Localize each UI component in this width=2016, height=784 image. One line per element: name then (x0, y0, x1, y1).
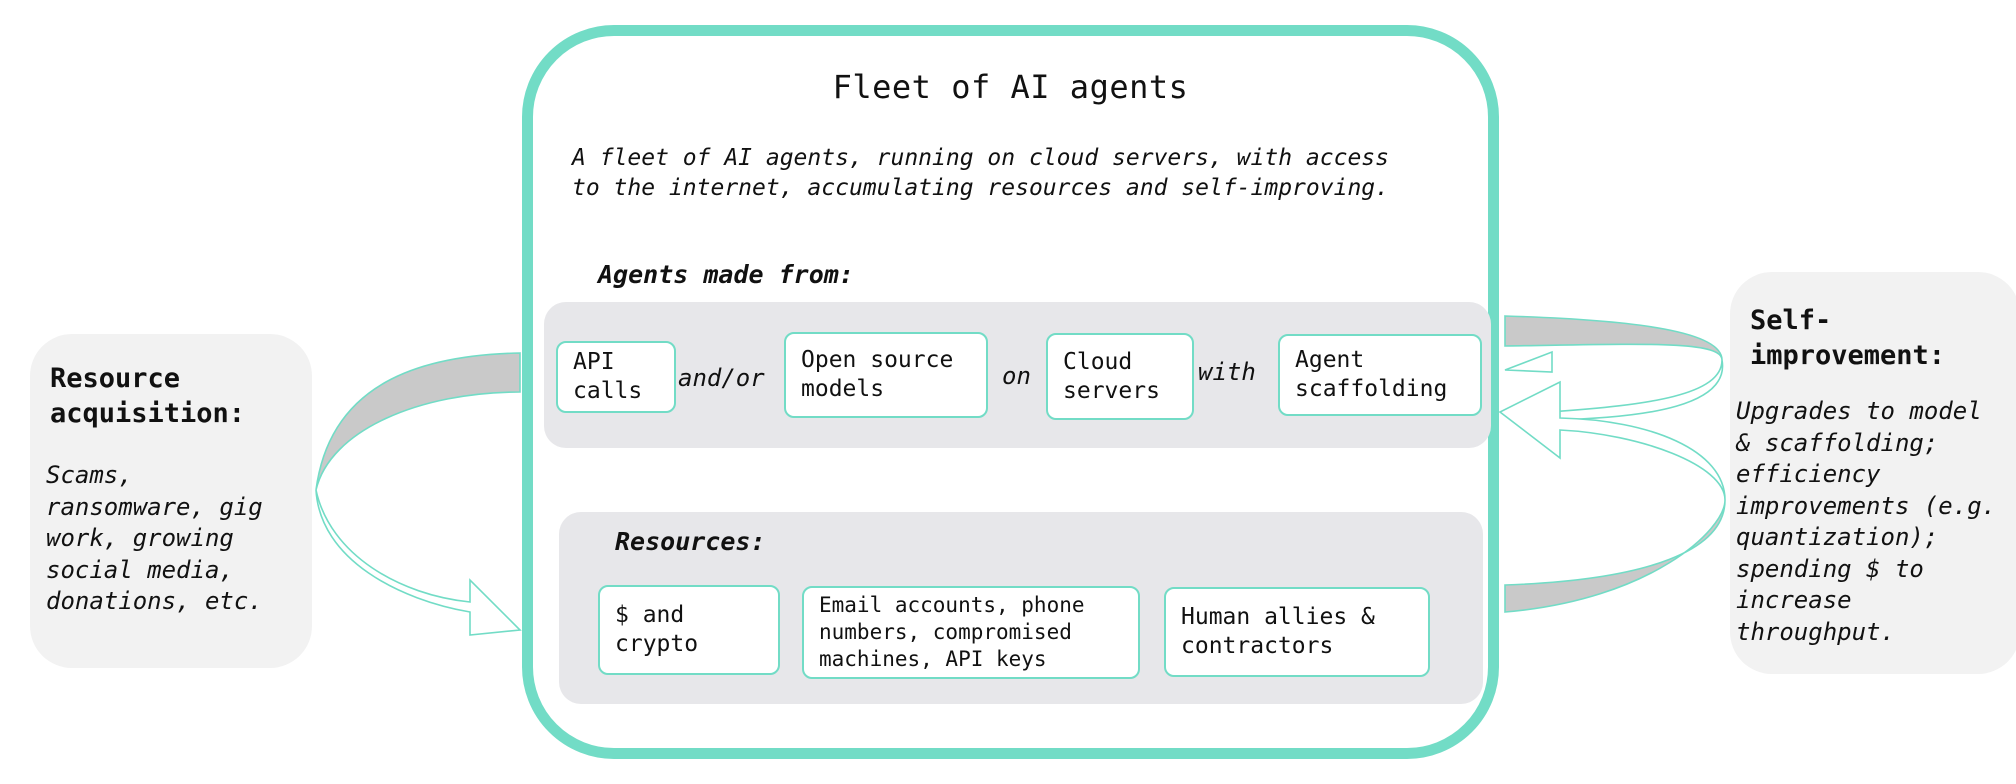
agent-item-agent-scaffolding: Agent scaffolding (1278, 334, 1482, 416)
resource-acquisition-heading: Resource acquisition: (50, 363, 246, 429)
connector-with: with (1198, 358, 1256, 386)
agent-item-api-calls: API calls (556, 341, 676, 413)
self-improvement-panel (1730, 272, 2016, 674)
main-title: Fleet of AI agents (832, 68, 1189, 106)
main-subtitle: A fleet of AI agents, running on cloud s… (572, 145, 1389, 201)
agent-item-cloud-servers: Cloud servers (1046, 333, 1194, 420)
resource-item-label: Email accounts, phone numbers, compromis… (819, 593, 1085, 671)
resource-item-label: Human allies & contractors (1181, 604, 1375, 659)
connector-on: on (1002, 362, 1031, 390)
connector-and-or: and/or (678, 364, 765, 392)
agent-item-open-source-models: Open source models (784, 332, 988, 418)
resource-item-accounts-machines: Email accounts, phone numbers, compromis… (802, 586, 1140, 679)
self-improvement-heading: Self- improvement: (1750, 305, 1946, 371)
agent-item-label: Open source models (801, 347, 954, 402)
agents-label: Agents made from: (598, 260, 854, 289)
resource-item-money-crypto: $ and crypto (598, 585, 780, 675)
resources-label: Resources: (615, 527, 766, 556)
resource-acquisition-arrow (315, 352, 522, 636)
agent-item-label: Agent scaffolding (1295, 347, 1448, 402)
agent-item-label: Cloud servers (1063, 348, 1160, 404)
resource-acquisition-body: Scams, ransomware, gig work, growing soc… (46, 461, 263, 615)
self-improvement-body: Upgrades to model & scaffolding; efficie… (1736, 397, 1997, 646)
resource-item-label: $ and crypto (615, 602, 699, 657)
resource-item-human-allies: Human allies & contractors (1164, 587, 1430, 677)
self-improvement-arrow (1498, 315, 1726, 613)
resource-acquisition-panel (30, 334, 312, 668)
agent-item-label: API calls (573, 349, 643, 404)
